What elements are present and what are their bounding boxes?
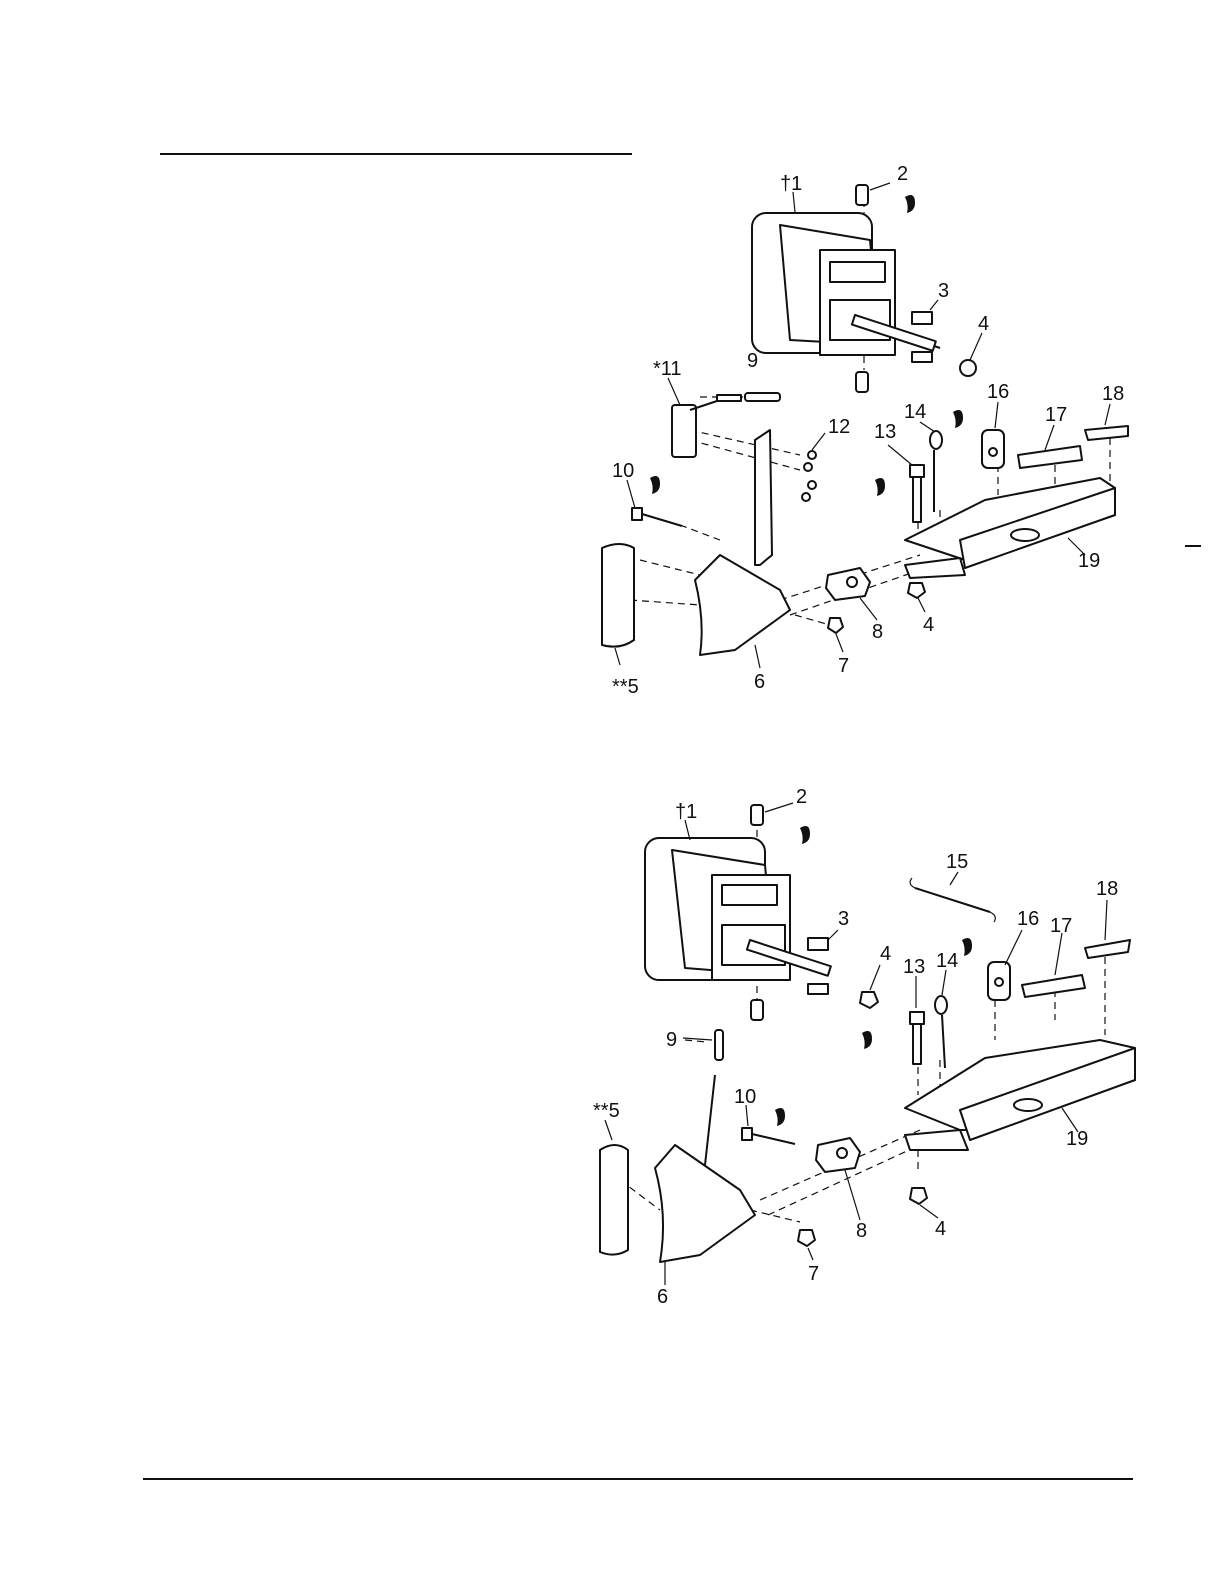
callout-label: 9 xyxy=(666,1029,677,1051)
pad-part xyxy=(600,1145,628,1255)
callout-label: 17 xyxy=(1050,915,1072,937)
callout-label: †1 xyxy=(675,801,697,823)
pin-part xyxy=(715,1030,723,1060)
bolt-part xyxy=(742,1128,795,1144)
bushing-part xyxy=(988,962,1010,1000)
block-part xyxy=(816,1138,860,1172)
clip-part xyxy=(808,938,828,950)
callout-label: 8 xyxy=(856,1220,867,1242)
hitch-pin-part xyxy=(935,996,947,1068)
spring-part xyxy=(910,878,995,922)
grease-point-icon xyxy=(775,1108,785,1126)
exploded-view-bottom: †1 2 15 18 3 16 17 4 13 14 9 10 **5 19 8… xyxy=(0,0,1225,1320)
decal-part xyxy=(1022,975,1085,997)
callout-label: 3 xyxy=(838,908,849,930)
callout-label: 14 xyxy=(936,950,958,972)
callout-label: **5 xyxy=(593,1100,620,1122)
callout-label: 13 xyxy=(903,956,925,978)
callout-label: 7 xyxy=(808,1263,819,1285)
bolt-part xyxy=(910,1012,924,1064)
nut-part xyxy=(798,1230,815,1246)
callout-label: 2 xyxy=(796,786,807,808)
callout-label: 6 xyxy=(657,1286,668,1308)
nut-part xyxy=(860,992,878,1008)
bottom-rule xyxy=(143,1478,1133,1480)
callout-label: 4 xyxy=(880,943,891,965)
callout-label: 4 xyxy=(935,1218,946,1240)
grease-point-icon xyxy=(862,1031,872,1049)
grease-point-icon xyxy=(962,938,972,956)
decal-part xyxy=(1085,940,1130,958)
arm-part xyxy=(905,1040,1135,1150)
callout-label: 18 xyxy=(1096,878,1118,900)
grease-point-icon xyxy=(800,826,810,844)
callout-label: 15 xyxy=(946,851,968,873)
callout-label: 19 xyxy=(1066,1128,1088,1150)
nut-part xyxy=(910,1188,927,1204)
clip-part xyxy=(808,984,828,994)
callout-label: 16 xyxy=(1017,908,1039,930)
callout-label: 10 xyxy=(734,1086,756,1108)
